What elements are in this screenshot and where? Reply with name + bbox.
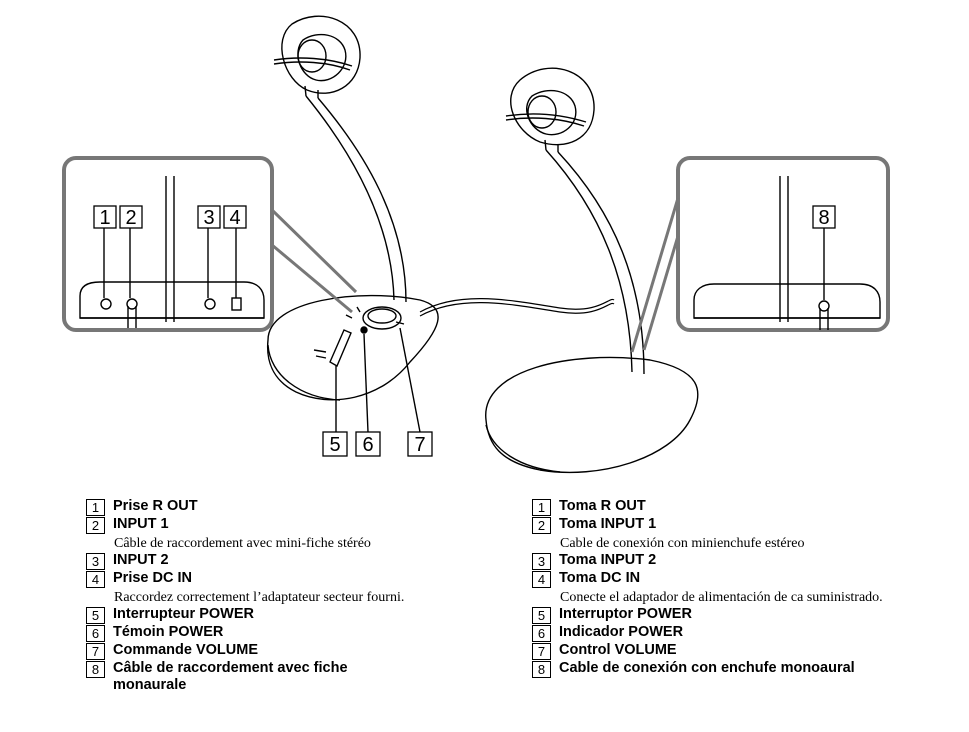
svg-text:2: 2 bbox=[125, 207, 136, 229]
callout-4: 4 bbox=[223, 205, 247, 229]
left-detail-panel bbox=[62, 156, 358, 332]
item-number: 7 bbox=[532, 643, 551, 660]
item-number: 7 bbox=[86, 643, 105, 660]
legend-item: 2 Toma INPUT 1 Cable de conexión con mini… bbox=[532, 516, 962, 552]
item-number: 2 bbox=[532, 517, 551, 534]
item-title: Cable de conexión con enchufe monoaural bbox=[559, 660, 855, 676]
legend-item: 8 Cable de conexión con enchufe monoaural bbox=[532, 660, 962, 678]
item-number: 6 bbox=[86, 625, 105, 642]
item-title: Toma DC IN bbox=[559, 570, 641, 586]
right-detail-panel bbox=[630, 156, 890, 353]
item-title: Indicador POWER bbox=[559, 624, 684, 640]
svg-text:4: 4 bbox=[229, 207, 240, 229]
item-number: 8 bbox=[532, 661, 551, 678]
item-title: Toma R OUT bbox=[559, 498, 646, 514]
callout-6: 6 bbox=[355, 431, 381, 457]
item-title: INPUT 1 bbox=[113, 516, 169, 532]
speaker-illustration: 1 2 3 4 8 5 6 7 bbox=[62, 15, 890, 474]
svg-text:7: 7 bbox=[414, 434, 425, 456]
legend-spanish: 1 Toma R OUT 2 Toma INPUT 1 Cable de conex… bbox=[532, 498, 962, 678]
legend-item: 1 Toma R OUT bbox=[532, 498, 962, 516]
left-speaker bbox=[266, 15, 439, 401]
legend-item: 4 Prise DC IN Raccordez correctement l’ad… bbox=[86, 570, 496, 606]
item-number: 2 bbox=[86, 517, 105, 534]
legend-item: 7 Control VOLUME bbox=[532, 642, 962, 660]
item-title: Prise DC IN bbox=[113, 570, 192, 586]
legend-item: 7 Commande VOLUME bbox=[86, 642, 496, 660]
right-speaker bbox=[485, 67, 699, 474]
svg-text:3: 3 bbox=[203, 207, 214, 229]
item-title: Toma INPUT 1 bbox=[559, 516, 657, 532]
item-number: 1 bbox=[86, 499, 105, 516]
legend-item: 6 Indicador POWER bbox=[532, 624, 962, 642]
connection-cable bbox=[419, 298, 615, 313]
callout-1: 1 bbox=[93, 205, 117, 229]
legend-item: 6 Témoin POWER bbox=[86, 624, 496, 642]
svg-text:6: 6 bbox=[362, 434, 373, 456]
callout-8: 8 bbox=[812, 205, 836, 229]
item-title: Câble de raccordement avec fiche monaura… bbox=[113, 660, 348, 693]
svg-text:8: 8 bbox=[818, 207, 829, 229]
callout-2: 2 bbox=[119, 205, 143, 229]
legend-item: 8 Câble de raccordement avec fiche monaur… bbox=[86, 660, 496, 694]
legend-item: 5 Interrupteur POWER bbox=[86, 606, 496, 624]
item-title: Témoin POWER bbox=[113, 624, 224, 640]
item-number: 4 bbox=[86, 571, 105, 588]
legend-item: 3 Toma INPUT 2 bbox=[532, 552, 962, 570]
item-description: Cable de conexión con minienchufe estére… bbox=[560, 536, 805, 551]
svg-text:1: 1 bbox=[99, 207, 110, 229]
item-title: Toma INPUT 2 bbox=[559, 552, 657, 568]
legend-item: 1 Prise R OUT bbox=[86, 498, 496, 516]
item-title: Commande VOLUME bbox=[113, 642, 259, 658]
item-description: Raccordez correctement l’adaptateur sect… bbox=[114, 590, 405, 605]
item-number: 6 bbox=[532, 625, 551, 642]
item-description: Câble de raccordement avec mini-fiche st… bbox=[114, 536, 371, 551]
callout-5: 5 bbox=[322, 431, 348, 457]
callout-3: 3 bbox=[197, 205, 221, 229]
callout-7: 7 bbox=[407, 431, 433, 457]
item-number: 3 bbox=[532, 553, 551, 570]
legend-french: 1 Prise R OUT 2 INPUT 1 Câble de raccordem… bbox=[86, 498, 496, 694]
item-title: Control VOLUME bbox=[559, 642, 677, 658]
item-number: 1 bbox=[532, 499, 551, 516]
svg-text:5: 5 bbox=[329, 434, 340, 456]
item-number: 3 bbox=[86, 553, 105, 570]
item-title: Interruptor POWER bbox=[559, 606, 692, 622]
item-number: 5 bbox=[86, 607, 105, 624]
item-number: 8 bbox=[86, 661, 105, 678]
item-title: INPUT 2 bbox=[113, 552, 169, 568]
item-title: Prise R OUT bbox=[113, 498, 198, 514]
callout-boxes: 1 2 3 4 8 5 6 7 bbox=[93, 205, 836, 457]
item-number: 5 bbox=[532, 607, 551, 624]
item-title: Interrupteur POWER bbox=[113, 606, 254, 622]
item-description: Conecte el adaptador de alimentación de … bbox=[560, 590, 883, 605]
legend-item: 3 INPUT 2 bbox=[86, 552, 496, 570]
legend-item: 5 Interruptor POWER bbox=[532, 606, 962, 624]
legend-item: 2 INPUT 1 Câble de raccordement avec mini… bbox=[86, 516, 496, 552]
legend-item: 4 Toma DC IN Conecte el adaptador de alim… bbox=[532, 570, 962, 606]
item-number: 4 bbox=[532, 571, 551, 588]
